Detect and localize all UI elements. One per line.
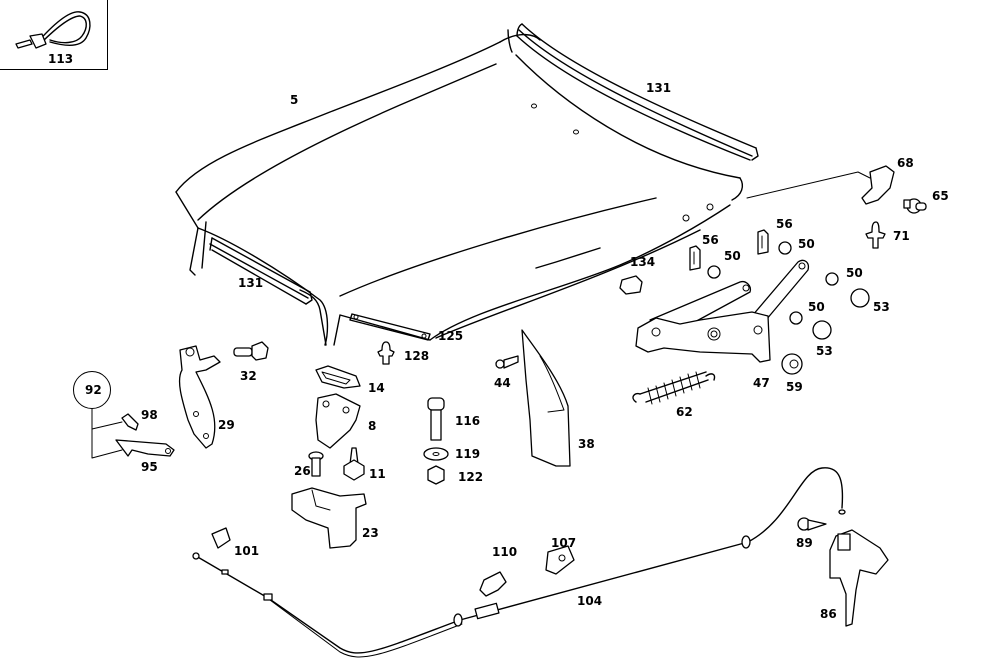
screw-89 bbox=[797, 517, 827, 531]
seal-strip-left bbox=[209, 237, 313, 305]
clip-107 bbox=[545, 545, 575, 575]
label-50-c: 50 bbox=[846, 266, 863, 280]
label-95: 95 bbox=[141, 460, 158, 474]
label-5: 5 bbox=[290, 93, 299, 107]
cable-tie-icon bbox=[15, 11, 91, 49]
label-119: 119 bbox=[455, 447, 481, 461]
bolt-65 bbox=[903, 198, 927, 214]
label-47: 47 bbox=[753, 376, 770, 390]
label-32: 32 bbox=[240, 369, 257, 383]
label-104: 104 bbox=[577, 594, 603, 608]
seal-strip-top bbox=[516, 23, 759, 161]
plate-14 bbox=[315, 365, 361, 389]
label-8: 8 bbox=[368, 419, 377, 433]
label-131-top: 131 bbox=[646, 81, 672, 95]
label-50-a: 50 bbox=[724, 249, 741, 263]
label-65: 65 bbox=[932, 189, 949, 203]
release-handle-86 bbox=[829, 529, 889, 627]
label-122: 122 bbox=[458, 470, 484, 484]
washer-50-c bbox=[825, 272, 839, 286]
release-cable-104 bbox=[192, 467, 846, 658]
clip-101 bbox=[211, 527, 231, 549]
label-107: 107 bbox=[551, 536, 577, 550]
label-50-d: 50 bbox=[808, 300, 825, 314]
label-53-a: 53 bbox=[873, 300, 890, 314]
label-38: 38 bbox=[578, 437, 595, 451]
label-56-b: 56 bbox=[776, 217, 793, 231]
bracket-68 bbox=[861, 165, 895, 205]
label-131-left: 131 bbox=[238, 276, 264, 290]
group-callout-circle-92 bbox=[73, 371, 111, 409]
group-92-leaders bbox=[91, 408, 123, 459]
label-116: 116 bbox=[455, 414, 481, 428]
label-44: 44 bbox=[494, 376, 511, 390]
clip-56-a bbox=[689, 245, 701, 271]
nut-59 bbox=[781, 353, 803, 375]
bolt-116 bbox=[427, 397, 445, 441]
lock-upper-8 bbox=[315, 393, 361, 449]
spring-62 bbox=[632, 371, 716, 405]
washer-50-b bbox=[778, 241, 792, 255]
clip-128 bbox=[377, 341, 395, 365]
label-89: 89 bbox=[796, 536, 813, 550]
clip-134 bbox=[619, 275, 643, 295]
lock-lower-23 bbox=[291, 487, 367, 549]
label-14: 14 bbox=[368, 381, 385, 395]
cover-38 bbox=[521, 329, 571, 467]
label-59: 59 bbox=[786, 380, 803, 394]
clip-71 bbox=[865, 221, 886, 249]
label-98: 98 bbox=[141, 408, 158, 422]
hinge-bracket-29 bbox=[178, 345, 221, 449]
label-92: 92 bbox=[85, 383, 102, 397]
inset-box-113 bbox=[0, 0, 108, 70]
label-56-a: 56 bbox=[702, 233, 719, 247]
clip-44 bbox=[495, 355, 519, 369]
label-113: 113 bbox=[48, 52, 74, 66]
lever-95 bbox=[115, 439, 175, 457]
label-101: 101 bbox=[234, 544, 260, 558]
label-11: 11 bbox=[369, 467, 386, 481]
bolt-32 bbox=[233, 341, 269, 361]
clip-110 bbox=[479, 571, 507, 597]
label-50-b: 50 bbox=[798, 237, 815, 251]
hood-hinge-47 bbox=[635, 259, 810, 363]
hood-panel bbox=[175, 29, 744, 346]
label-23: 23 bbox=[362, 526, 379, 540]
label-26: 26 bbox=[294, 464, 311, 478]
screw-26 bbox=[308, 451, 324, 477]
clip-56-b bbox=[757, 229, 769, 255]
screw-11 bbox=[343, 447, 365, 481]
leader-line-68 bbox=[746, 171, 871, 199]
label-68: 68 bbox=[897, 156, 914, 170]
washer-50-a bbox=[707, 265, 721, 279]
label-62: 62 bbox=[676, 405, 693, 419]
label-71: 71 bbox=[893, 229, 910, 243]
cap-53-b bbox=[812, 320, 832, 340]
washer-50-d bbox=[789, 311, 803, 325]
rod-125 bbox=[349, 313, 431, 341]
label-125: 125 bbox=[438, 329, 464, 343]
nut-122 bbox=[427, 465, 445, 485]
pin-98 bbox=[121, 413, 139, 431]
label-29: 29 bbox=[218, 418, 235, 432]
label-110: 110 bbox=[492, 545, 518, 559]
label-53-b: 53 bbox=[816, 344, 833, 358]
cap-53-a bbox=[850, 288, 870, 308]
label-86: 86 bbox=[820, 607, 837, 621]
label-134: 134 bbox=[630, 255, 656, 269]
washer-119 bbox=[423, 447, 449, 461]
label-128: 128 bbox=[404, 349, 430, 363]
